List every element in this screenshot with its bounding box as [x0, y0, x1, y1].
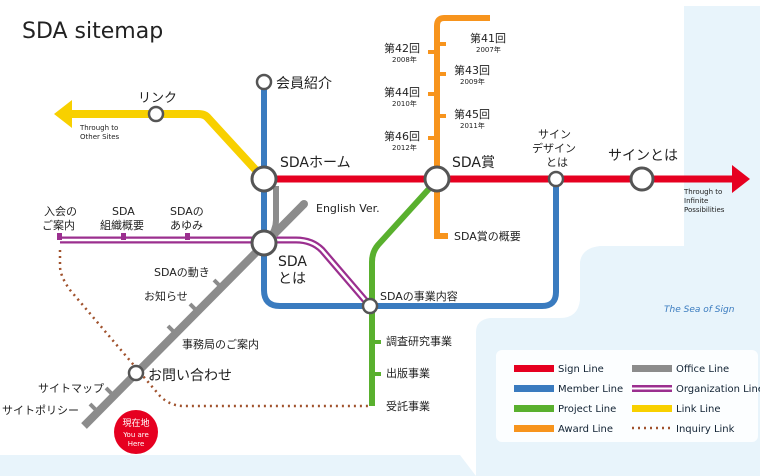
- svg-text:Project Line: Project Line: [558, 404, 616, 415]
- label-home[interactable]: SDAホーム: [280, 155, 351, 171]
- station-home[interactable]: [250, 165, 278, 193]
- office-ticks: [88, 278, 222, 412]
- label-sign-what[interactable]: サインとは: [608, 148, 678, 164]
- svg-text:Link Line: Link Line: [676, 404, 721, 415]
- label-through-inf-3: Possibilities: [684, 206, 725, 214]
- label-through-other-1: Through to: [79, 124, 118, 132]
- label-english[interactable]: English Ver.: [316, 202, 380, 215]
- label-publishing[interactable]: 出版事業: [386, 366, 430, 380]
- here-jp: 現在地: [122, 417, 149, 429]
- svg-text:Award Line: Award Line: [558, 424, 613, 435]
- label-commission[interactable]: 受託事業: [386, 399, 430, 413]
- here-en-1: You are: [122, 431, 149, 439]
- label-award-overview[interactable]: SDA賞の概要: [454, 230, 521, 243]
- label-award[interactable]: SDA賞: [452, 155, 495, 171]
- label-through-inf-2: Infinite: [684, 197, 708, 205]
- sea-area-lower: [0, 455, 476, 476]
- label-join-2[interactable]: ご案内: [42, 218, 75, 232]
- sea-label: The Sea of Sign: [664, 305, 735, 315]
- label-join-1[interactable]: 入会の: [44, 205, 77, 218]
- label-link[interactable]: リンク: [138, 91, 177, 106]
- label-award-43[interactable]: 第43回: [454, 63, 490, 77]
- svg-text:Sign Line: Sign Line: [558, 364, 604, 375]
- svg-text:Inquiry Link: Inquiry Link: [676, 424, 735, 435]
- label-org-2[interactable]: 組織概要: [100, 219, 144, 232]
- label-award-44[interactable]: 第44回: [384, 85, 420, 99]
- legend-award: Award Line: [514, 424, 613, 435]
- award-ticks: [428, 42, 446, 140]
- map-title: SDA sitemap: [22, 19, 163, 44]
- you-are-here-badge: 現在地 You are Here: [114, 410, 158, 454]
- legend-sign: Sign Line: [514, 364, 604, 375]
- label-business[interactable]: SDAの事業内容: [380, 289, 458, 303]
- station-award[interactable]: [423, 165, 451, 193]
- label-year-46: 2012年: [392, 143, 417, 152]
- svg-text:Organization Line: Organization Line: [676, 384, 760, 395]
- label-award-46[interactable]: 第46回: [384, 129, 420, 143]
- station-english[interactable]: [300, 200, 308, 208]
- project-line: [369, 177, 440, 406]
- label-award-41[interactable]: 第41回: [470, 31, 506, 45]
- label-sign-design-2[interactable]: デザイン: [532, 141, 576, 155]
- label-sign-design-3[interactable]: とは: [546, 156, 568, 169]
- legend-project: Project Line: [514, 404, 616, 415]
- label-year-44: 2010年: [392, 99, 417, 108]
- station-sign-what[interactable]: [629, 166, 655, 192]
- label-history-2[interactable]: あゆみ: [170, 219, 203, 232]
- label-year-42: 2008年: [392, 55, 417, 64]
- station-sign-design[interactable]: [547, 170, 565, 188]
- svg-text:Office Line: Office Line: [676, 364, 729, 375]
- label-history-1[interactable]: SDAの: [170, 205, 204, 218]
- member-line: [261, 82, 559, 309]
- label-award-42[interactable]: 第42回: [384, 41, 420, 55]
- label-through-inf-1: Through to: [683, 188, 722, 196]
- link-line: [70, 110, 267, 182]
- label-members[interactable]: 会員紹介: [276, 76, 332, 92]
- label-activities[interactable]: SDAの動き: [154, 265, 210, 279]
- label-news[interactable]: お知らせ: [144, 289, 188, 303]
- label-sitemap[interactable]: サイトマップ: [38, 382, 104, 395]
- label-year-43: 2009年: [460, 77, 485, 86]
- link-arrow-icon[interactable]: [54, 100, 72, 128]
- label-year-45: 2011年: [460, 121, 485, 130]
- label-year-41: 2007年: [476, 45, 501, 54]
- legend-organization: Organization Line: [632, 384, 760, 395]
- label-award-45[interactable]: 第45回: [454, 107, 490, 121]
- sign-arrow-icon[interactable]: [732, 165, 750, 193]
- legend-member: Member Line: [514, 384, 623, 395]
- label-about-1[interactable]: SDA: [278, 254, 307, 270]
- organization-line: [60, 236, 373, 309]
- organization-ticks: [57, 233, 190, 240]
- station-members[interactable]: [255, 73, 273, 91]
- station-inquiry[interactable]: [127, 364, 145, 382]
- label-org-1[interactable]: SDA: [112, 205, 135, 218]
- station-link[interactable]: [147, 105, 165, 123]
- here-en-2: Here: [128, 440, 145, 448]
- label-through-other-2: Other Sites: [80, 133, 120, 141]
- project-ticks: [375, 340, 381, 376]
- legend-inquiry: Inquiry Link: [632, 424, 735, 435]
- station-about[interactable]: [250, 229, 278, 257]
- label-sign-design-1[interactable]: サイン: [538, 128, 571, 141]
- legend-office: Office Line: [632, 364, 729, 375]
- label-office-guide[interactable]: 事務局のご案内: [182, 337, 259, 351]
- label-policy[interactable]: サイトポリシー: [2, 404, 79, 417]
- svg-text:Member Line: Member Line: [558, 384, 623, 395]
- station-business[interactable]: [361, 297, 379, 315]
- label-inquiry[interactable]: お問い合わせ: [148, 368, 232, 384]
- legend-link: Link Line: [632, 404, 721, 415]
- award-line: [434, 15, 490, 239]
- legend: Sign Line Office Line Member Line Organi…: [496, 350, 760, 442]
- label-research[interactable]: 調査研究事業: [386, 334, 452, 348]
- label-about-2[interactable]: とは: [278, 271, 306, 287]
